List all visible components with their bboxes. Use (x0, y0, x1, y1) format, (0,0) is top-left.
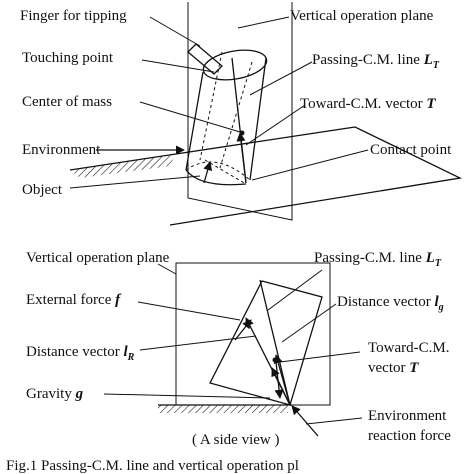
leader-toward-vector (245, 104, 306, 146)
bottom-diagram: Vertical operation plane Passing-C.M. li… (26, 250, 451, 448)
label-environment: Environment (22, 142, 101, 158)
leader-object (69, 175, 201, 189)
top-force-arrow (203, 161, 213, 184)
label-side-view: ( A side view ) (192, 432, 280, 448)
top-ground-shade (70, 155, 175, 178)
label-finger-for-tipping: Finger for tipping (20, 8, 127, 24)
leader-external-force (137, 301, 241, 321)
label-top-vertical-plane: Vertical operation plane (290, 8, 434, 24)
leader-contact-point (251, 149, 369, 181)
bottom-vertical-plane (175, 262, 331, 406)
label-touching-point: Touching point (22, 50, 114, 66)
top-finger (187, 43, 223, 75)
leader-gravity (103, 393, 271, 399)
label-toward-cm-line2: vector T (368, 360, 419, 376)
bottom-ground-hatch (158, 405, 288, 413)
label-bottom-passing-line: Passing-C.M. line LT (314, 250, 442, 269)
label-env-reaction-line2: reaction force (368, 428, 451, 444)
leader-bottom-vertical-plane (157, 263, 177, 275)
top-object-cylinder (185, 49, 268, 186)
bottom-distance-vector-g (271, 367, 291, 406)
bottom-external-force-arrow (234, 319, 252, 341)
label-bottom-vertical-plane: Vertical operation plane (26, 250, 170, 266)
leader-touching-point (141, 59, 215, 73)
label-object: Object (22, 182, 63, 198)
leader-center-of-mass (139, 101, 241, 133)
bottom-center-of-mass-dot (272, 357, 278, 363)
figure-caption: Fig.1 Passing-C.M. line and vertical ope… (6, 458, 299, 474)
label-toward-cm-line1: Toward-C.M. (368, 340, 449, 356)
top-toward-cm-vector (236, 132, 247, 184)
label-center-of-mass: Center of mass (22, 94, 112, 110)
label-env-reaction-line1: Environment (368, 408, 447, 424)
label-distance-vector-g: Distance vector lg (337, 294, 444, 313)
leader-distance-r (139, 335, 257, 351)
leader-passing-line (249, 61, 313, 96)
label-gravity: Gravity g (26, 386, 84, 402)
label-top-toward-vector: Toward-C.M. vector T (300, 96, 436, 112)
bottom-reaction-force-arrow (291, 405, 319, 437)
leader-finger (149, 16, 201, 47)
bottom-gravity-arrow (274, 361, 284, 399)
label-top-passing-line: Passing-C.M. line LT (312, 52, 440, 71)
label-external-force: External force f (26, 292, 122, 308)
top-diagram: Finger for tipping Vertical operation pl… (20, 2, 463, 226)
bottom-toward-cm-vector (273, 354, 291, 406)
leader-distance-g (281, 303, 337, 343)
top-ground-plane (69, 126, 463, 226)
bottom-passing-cm-line (259, 279, 291, 406)
leader-bottom-passing-line (267, 269, 323, 311)
leader-vertical-plane (237, 16, 290, 29)
top-vertical-plane (187, 2, 293, 221)
leader-reaction-force (305, 417, 363, 425)
bottom-object (209, 280, 323, 406)
top-center-of-mass-dot (239, 130, 245, 136)
label-contact-point: Contact point (370, 142, 452, 158)
leader-toward-vector (279, 351, 361, 363)
label-distance-vector-r: Distance vector lR (26, 344, 135, 363)
